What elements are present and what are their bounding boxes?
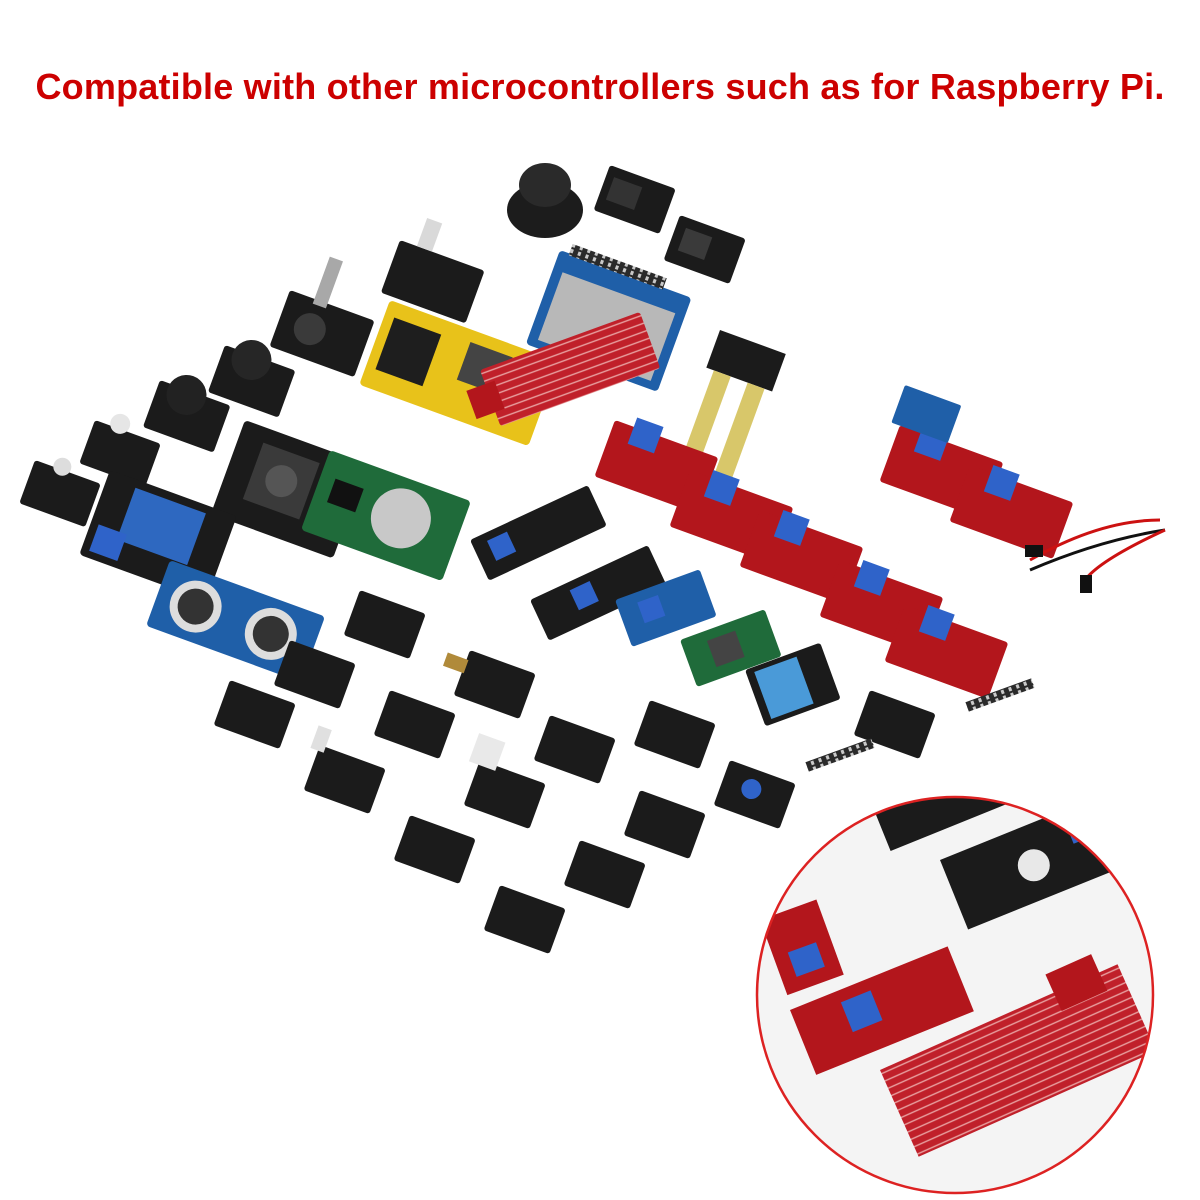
module-small bbox=[664, 215, 745, 284]
rtc-module bbox=[302, 451, 470, 581]
ir-module bbox=[381, 217, 484, 323]
rotary-encoder bbox=[270, 256, 374, 377]
tracking-module bbox=[530, 546, 666, 640]
zoom-detail bbox=[755, 795, 1155, 1195]
buzzer-module bbox=[143, 374, 230, 452]
joystick-cap bbox=[507, 163, 583, 238]
gyro-module bbox=[891, 385, 961, 443]
light-sensor-blue bbox=[615, 570, 716, 647]
sensor-board-red bbox=[885, 605, 1008, 699]
module-small bbox=[594, 165, 675, 234]
step-down-module bbox=[680, 610, 781, 687]
dht11-module bbox=[745, 643, 840, 726]
relay-module bbox=[80, 471, 236, 600]
headline: Compatible with other microcontrollers s… bbox=[35, 66, 1165, 107]
water-level-sensor bbox=[466, 312, 660, 426]
module-grid bbox=[214, 590, 1035, 954]
sensor-board-red bbox=[740, 510, 863, 604]
led-module bbox=[20, 457, 100, 527]
jumper-wires bbox=[1025, 518, 1166, 593]
led-module bbox=[80, 413, 160, 487]
ultrasonic-module bbox=[147, 561, 324, 682]
tracking-module bbox=[470, 486, 606, 580]
buzzer-module bbox=[208, 339, 295, 417]
sensor-board-red bbox=[950, 465, 1073, 559]
